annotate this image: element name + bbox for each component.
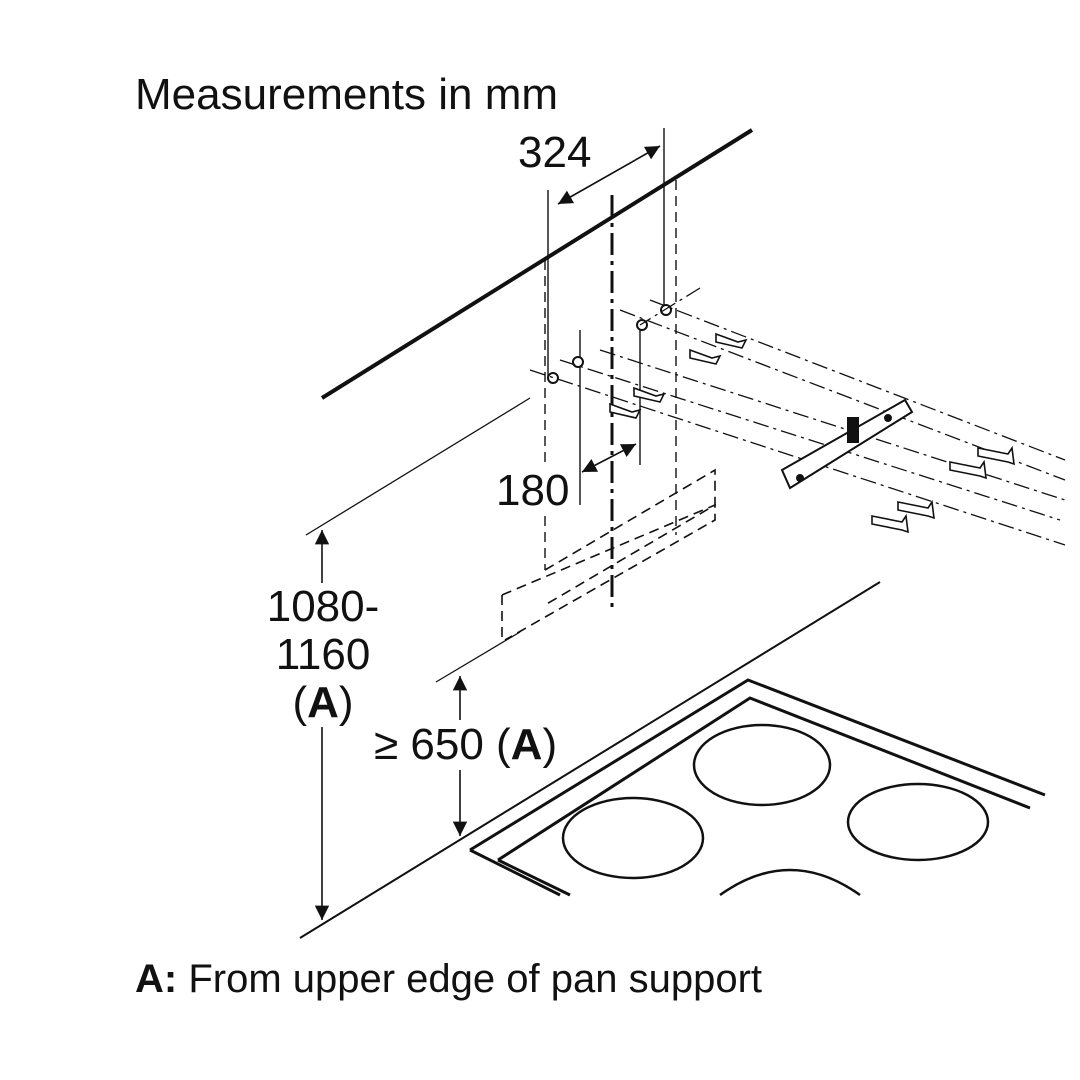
reference-lines [305, 397, 531, 683]
dimension-324-label: 324 [518, 128, 592, 177]
height-range-ref-close: ) [338, 678, 354, 727]
burner-front-left [561, 796, 705, 880]
mounting-bracket [780, 398, 914, 490]
wall-plugs [609, 332, 748, 419]
worktop-edge [299, 581, 881, 939]
projection-lines [529, 287, 1066, 546]
min-height-prefix: ≥ 650 ( [374, 720, 511, 769]
burner-back-left [692, 723, 832, 807]
height-range-ref-letter: A [307, 678, 339, 727]
diagram-title: Measurements in mm [135, 70, 559, 119]
dimension-180-label: 180 [494, 466, 572, 516]
height-range-line2: 1160 [275, 630, 371, 679]
height-range-ref: (A) [258, 679, 388, 727]
min-height-letter: A [510, 720, 543, 769]
hob-burners [561, 723, 990, 897]
height-range-line1: 1080- [266, 582, 380, 631]
burner-front-right [719, 868, 861, 897]
screws [871, 445, 1015, 534]
footnote-text: From upper edge of pan support [177, 957, 763, 1001]
fixing-holes [547, 304, 672, 384]
dimension-180-arrow [581, 443, 637, 473]
height-range-ref-open: ( [292, 678, 308, 727]
wall-top-edge [320, 128, 754, 400]
dimension-1080-1160-label: 1080- 1160 (A) [258, 583, 388, 727]
dimension-650-label: ≥ 650 (A) [374, 720, 558, 770]
hob [469, 678, 1046, 897]
dimension-324-arrow [557, 145, 661, 205]
footnote: A: From upper edge of pan support [135, 957, 762, 1002]
hood-outline [501, 468, 716, 641]
burner-back-right [846, 782, 990, 862]
min-height-suffix: ) [542, 720, 558, 769]
footnote-key: A: [135, 957, 178, 1001]
